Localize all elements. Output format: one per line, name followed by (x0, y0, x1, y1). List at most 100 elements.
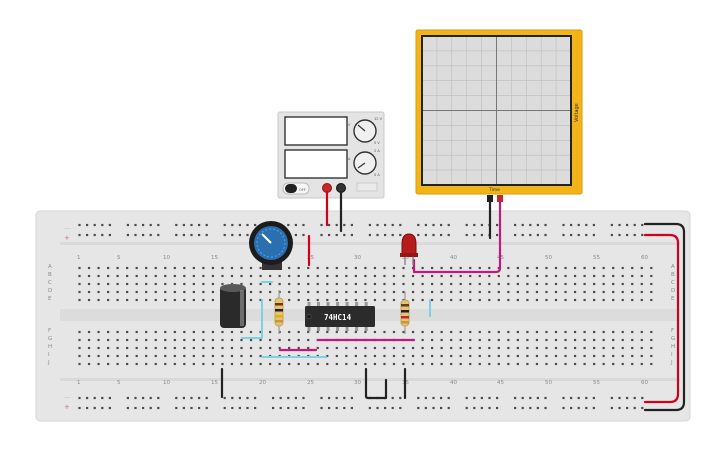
chip-pin (326, 302, 330, 306)
breadboard-hole (259, 362, 262, 366)
rail-hole (335, 406, 338, 410)
breadboard-hole (640, 290, 643, 294)
breadboard-hole (192, 290, 195, 294)
wire-rail-ground-loop[interactable] (643, 222, 686, 412)
power-supply[interactable]: V A 12 V 5 V 2 A 0 A OFF (277, 111, 385, 199)
wires (220, 190, 686, 412)
rail-hole (175, 396, 178, 400)
rail-hole (399, 406, 402, 410)
breadboard-hole (316, 362, 319, 366)
electrolytic-capacitor[interactable] (220, 284, 246, 328)
breadboard-hole (554, 290, 558, 294)
breadboard-hole (106, 362, 110, 366)
breadboard-hole (383, 346, 386, 350)
rail-hole (294, 223, 297, 227)
wire-cap-link[interactable] (241, 299, 263, 339)
breadboard-hole (526, 266, 529, 270)
breadboard-hole (259, 290, 262, 294)
row-letter: A (671, 264, 675, 270)
breadboard-hole (240, 354, 243, 358)
rail-hole (101, 406, 104, 410)
chip-pin (317, 327, 321, 331)
rail-hole (626, 396, 629, 400)
wire-chip-ground[interactable] (364, 367, 388, 400)
breadboard-hole (316, 346, 319, 350)
top-rail-divider (60, 242, 680, 245)
rail-hole (521, 406, 524, 410)
breadboard-hole (640, 282, 643, 286)
breadboard-hole (564, 282, 567, 286)
scope-probe-positive[interactable] (497, 195, 503, 202)
breadboard-hole (354, 346, 357, 350)
breadboard-hole (249, 362, 253, 366)
breadboard-hole (87, 282, 91, 286)
rail-hole (440, 396, 443, 400)
breadboard-hole (402, 330, 405, 334)
resistor-2[interactable] (400, 292, 410, 334)
breadboard-hole (478, 290, 481, 294)
rail-hole (376, 406, 379, 410)
row-letter: J (47, 360, 50, 366)
breadboard-hole (373, 290, 377, 294)
rail-hole (205, 396, 208, 400)
current-knob-min-label: 0 A (374, 173, 380, 177)
wire-scope-signal[interactable] (412, 200, 502, 274)
led[interactable] (400, 233, 418, 265)
breadboard-hole (126, 330, 129, 334)
rail-hole (142, 223, 145, 227)
resistor-1-band (275, 309, 283, 312)
col-num: 5 (117, 255, 121, 261)
breadboard-hole (307, 290, 310, 294)
breadboard-hole (573, 346, 577, 350)
breadboard-hole (335, 298, 338, 302)
rail-hole (633, 396, 636, 400)
rail-hole (577, 406, 580, 410)
breadboard-hole (78, 290, 81, 294)
breadboard-hole (106, 338, 110, 342)
breadboard-hole (593, 290, 596, 294)
breadboard-hole (97, 330, 100, 334)
rail-hole (149, 223, 152, 227)
rail-hole (86, 406, 89, 410)
resistor-2-band (401, 321, 409, 324)
breadboard-hole (126, 338, 129, 342)
rail-hole (134, 223, 137, 227)
breadboard-hole (192, 298, 195, 302)
resistor-1[interactable] (274, 290, 284, 334)
breadboard-hole (87, 298, 91, 302)
voltage-knob-min-label: 5 V (374, 141, 380, 145)
rail-hole (544, 223, 547, 227)
breadboard-hole (249, 290, 253, 294)
rail-hole (618, 223, 621, 227)
breadboard-hole (288, 298, 291, 302)
oscilloscope[interactable]: Voltage Time (415, 29, 583, 202)
breadboard-hole (526, 362, 529, 366)
breadboard-hole (431, 354, 434, 358)
potentiometer[interactable] (249, 221, 293, 270)
breadboard-hole (183, 362, 186, 366)
breadboard-hole (650, 298, 653, 302)
breadboard-hole (535, 354, 539, 358)
breadboard-hole (459, 346, 462, 350)
breadboard-hole (516, 346, 519, 350)
breadboard-hole (259, 266, 262, 270)
breadboard-hole (240, 330, 243, 334)
breadboard-hole (164, 282, 167, 286)
col-num: 45 (497, 380, 504, 386)
rail-hole (480, 233, 483, 237)
breadboard-hole (573, 354, 577, 358)
breadboard-hole (345, 282, 348, 286)
breadboard-hole (421, 338, 424, 342)
scope-probe-negative[interactable] (487, 195, 493, 202)
breadboard-hole (145, 338, 148, 342)
chip-body (305, 306, 375, 327)
rail-hole (335, 396, 338, 400)
wire-rail-power-loop[interactable] (643, 233, 680, 404)
ic-74hc14[interactable]: 74HC14 (305, 302, 375, 331)
rail-hole (302, 223, 305, 227)
rail-hole (246, 396, 249, 400)
breadboard-hole (97, 354, 100, 358)
breadboard-hole (135, 330, 138, 334)
breadboard-hole (345, 274, 348, 278)
rail-hole (447, 233, 450, 237)
